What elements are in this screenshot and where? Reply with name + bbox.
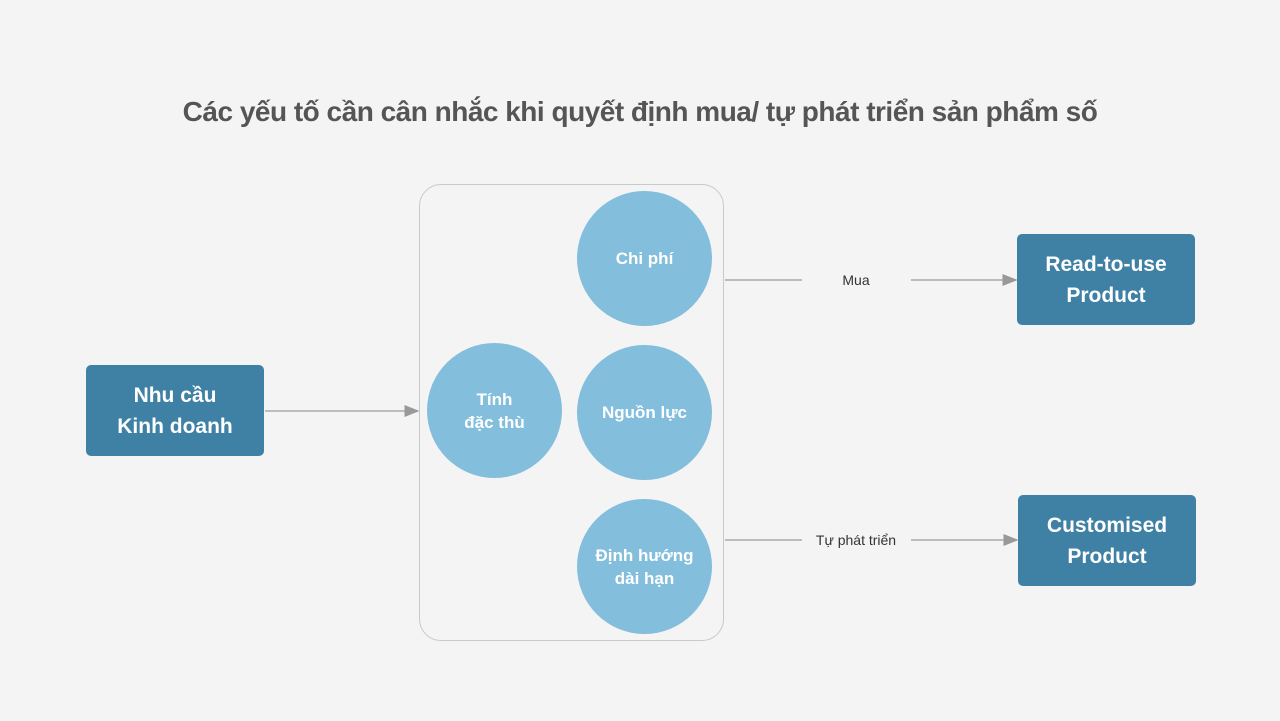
factor-cost: Chi phí (577, 191, 712, 326)
factor-specificity-line1: Tính (476, 389, 513, 409)
factor-specificity-line2: đặc thù (464, 412, 525, 432)
factor-cost-label: Chi phí (615, 249, 674, 268)
custom-product-line1: Customised (1046, 513, 1168, 537)
factor-specificity: Tính đặc thù (427, 343, 562, 478)
buy-label: Mua (842, 272, 870, 288)
factors-container (419, 184, 724, 641)
factor-resources: Nguồn lực (577, 345, 712, 480)
business-need-line2: Kinh doanh (117, 414, 233, 438)
custom-product-line2: Product (1067, 544, 1147, 568)
ready-product-line1: Read-to-use (1045, 252, 1167, 276)
build-label: Tự phát triển (815, 532, 897, 548)
factor-long-term: Định hướng dài hạn (577, 499, 712, 634)
factor-long-term-line2: dài hạn (614, 568, 675, 588)
diagram-title: Các yếu tố cần cân nhắc khi quyết định m… (182, 96, 1098, 127)
factor-long-term-line1: Định hướng (595, 545, 694, 565)
ready-product-line2: Product (1066, 283, 1146, 307)
factor-resources-label: Nguồn lực (601, 403, 688, 422)
business-need-line1: Nhu cầu (133, 383, 217, 407)
